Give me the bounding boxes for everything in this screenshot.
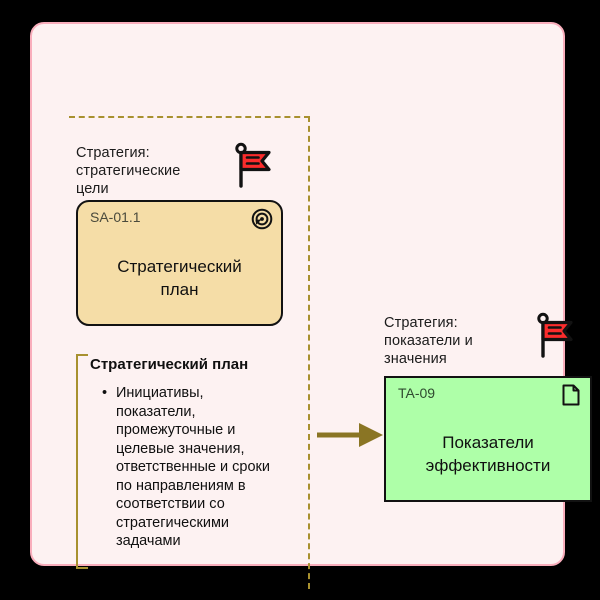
red-flag-icon bbox=[537, 312, 573, 358]
note-bracket bbox=[76, 354, 88, 569]
document-icon bbox=[562, 384, 580, 406]
element-code: SA-01.1 bbox=[90, 209, 141, 225]
element-box-strategic-plan[interactable]: SA-01.1 Стратегический план bbox=[76, 200, 283, 326]
group-boundary-top bbox=[69, 116, 310, 118]
diagram-panel: Стратегия: стратегические цели SA-01.1 С… bbox=[30, 22, 592, 589]
bullet-marker: • bbox=[102, 385, 108, 401]
element-title: Стратегический план bbox=[117, 257, 242, 299]
element-box-kpi[interactable]: TA-09 Показатели эффективности bbox=[384, 376, 592, 502]
bullet-text: Инициативы, показатели, промежуточные и … bbox=[116, 385, 270, 549]
goal-spiral-icon bbox=[251, 208, 273, 230]
element-code: TA-09 bbox=[398, 385, 436, 401]
realization-arrow[interactable] bbox=[315, 419, 385, 451]
note-title: Стратегический план bbox=[90, 356, 249, 373]
group-caption-right: Стратегия: показатели и значения bbox=[384, 315, 473, 367]
group-caption-left: Стратегия: стратегические цели bbox=[76, 145, 181, 197]
note-strategic-plan: Стратегический план • Инициативы, показа… bbox=[76, 354, 286, 569]
element-title: Показатели эффективности bbox=[425, 433, 551, 475]
note-bullet-item: • Инициативы, показатели, промежуточные … bbox=[102, 384, 280, 551]
note-bullet-list: • Инициативы, показатели, промежуточные … bbox=[102, 384, 280, 551]
red-flag-icon bbox=[235, 142, 271, 188]
group-boundary-right bbox=[308, 116, 310, 589]
